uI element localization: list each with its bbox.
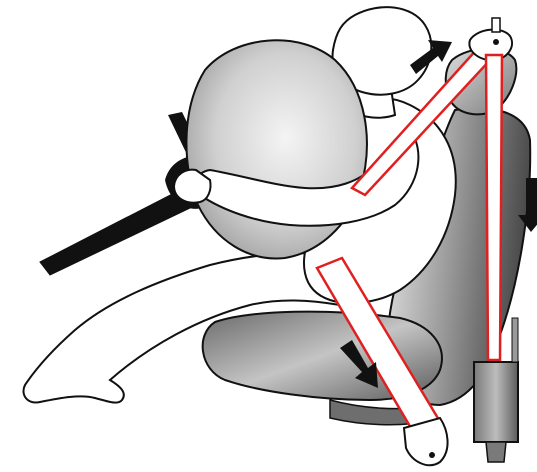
buckle-pin — [429, 452, 435, 458]
steering-column — [40, 190, 190, 275]
belt-retractor — [474, 362, 518, 442]
upper-anchor-bolt — [492, 18, 500, 32]
vertical-belt — [486, 55, 502, 360]
airbag — [186, 40, 366, 258]
retractor-mount — [486, 442, 506, 462]
upper-anchor-pin — [493, 39, 499, 45]
retractor-tab — [512, 318, 518, 362]
